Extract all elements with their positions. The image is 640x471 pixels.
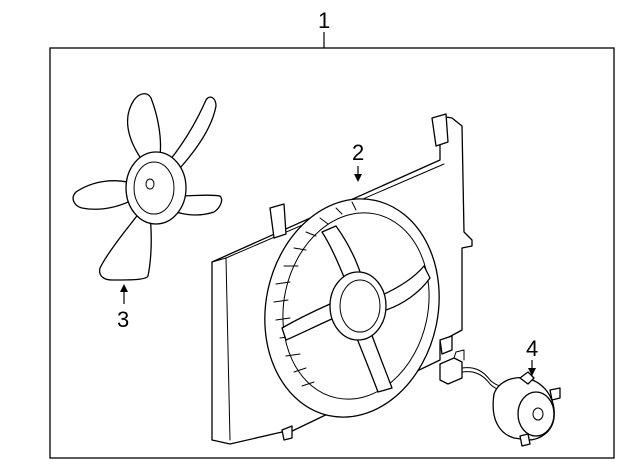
callout-3-label: 3 [117, 307, 129, 332]
callout-2[interactable]: 2 [352, 140, 364, 182]
fan-shroud-spoke-left [281, 303, 335, 341]
callout-2-label: 2 [352, 140, 364, 165]
fan-blade-hub-center [145, 178, 155, 190]
fan-shroud-mount-tab-left [269, 203, 287, 239]
callout-2-arrowhead [354, 174, 362, 182]
assembly-frame [49, 47, 615, 459]
callout-3-arrowhead [120, 284, 128, 292]
fan-shroud-mount-tab-bottom-right [439, 335, 453, 355]
callout-1-label: 1 [318, 8, 330, 33]
callout-1[interactable]: 1 [318, 8, 330, 48]
fan-shroud-spoke-lower [355, 329, 393, 393]
fan-motor-mount-ear-bottom [519, 433, 531, 447]
fan-motor-mount-ear-top [519, 371, 535, 385]
fan-blade-vane-right-upper [169, 96, 217, 169]
callout-4-label: 4 [526, 336, 538, 361]
callout-3[interactable]: 3 [117, 284, 129, 332]
fan-blade-hub-ring [133, 161, 175, 215]
callout-4[interactable]: 4 [526, 336, 538, 376]
fan-shroud-ring-inner [282, 212, 430, 400]
fan-motor-face [517, 391, 555, 437]
fan-motor-shaft [532, 407, 544, 421]
fan-blade-hub-outer [125, 151, 187, 225]
fan-shroud-mount-tab-bottom [281, 425, 293, 441]
fan-shroud[interactable] [211, 113, 473, 445]
fan-motor-mount-ear-right [549, 387, 561, 401]
fan-shroud-spoke-right [379, 265, 431, 311]
fan-shroud-mount-tab-right [431, 113, 449, 147]
fan-shroud-hub-outer [329, 271, 387, 341]
fan-blade-vane-top [126, 93, 162, 161]
fan-motor-connector [439, 357, 463, 385]
fan-shroud-hub-inner [339, 279, 381, 333]
fan-shroud-ring-fins [273, 201, 357, 387]
callout-4-arrowhead [528, 368, 536, 376]
fan-blade[interactable] [72, 93, 223, 281]
fan-shroud-spoke-upper [321, 225, 363, 283]
fan-blade-vane-left [72, 180, 137, 210]
fan-blade-vane-bottom [98, 211, 152, 281]
fan-motor[interactable] [439, 349, 561, 447]
fan-motor-connector-clip [453, 349, 465, 361]
